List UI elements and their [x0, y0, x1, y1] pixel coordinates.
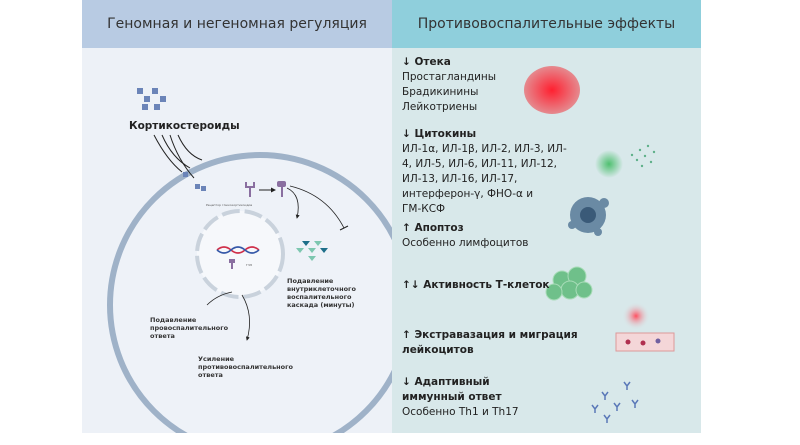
genomic-regulation-panel: Геномная и негеномная регуляция — [82, 0, 392, 433]
corticosteroid-molecules-icon — [137, 88, 166, 110]
cytokines-line: ИЛ-1α, ИЛ-1β, ИЛ-2, ИЛ-3, ИЛ- — [402, 143, 567, 155]
immune-cell-icon — [595, 150, 623, 178]
nucleus — [195, 209, 285, 299]
cytokines-line: ГМ-КСФ — [402, 203, 446, 215]
edema-item: Простагландины — [402, 71, 497, 83]
edema-item: Брадикинины — [402, 86, 479, 98]
entry-arrows — [153, 134, 203, 179]
edema-item: Лейкотриены — [402, 101, 478, 113]
cytokines-heading: ↓ Цитокины — [402, 128, 477, 140]
extravasation-heading: ↑ Экстравазация и миграция — [402, 329, 578, 341]
bound-receptor-icon — [277, 181, 286, 197]
edema-block: ↓ Отека Простагландины Брадикинины Лейко… — [402, 55, 496, 115]
apoptosis-heading: ↑ Апоптоз — [402, 222, 464, 234]
apoptosis-block: ↑ Апоптоз Особенно лимфоцитов — [402, 221, 528, 251]
adaptive-sub: Особенно Th1 и Th17 — [402, 406, 519, 418]
receptor-label: Рецептор глюкокортикоидов — [206, 203, 253, 207]
nongenomic-label: Подавление внутриклеточного воспалительн… — [287, 277, 356, 309]
extravasation-block: ↑ Экстравазация и миграция лейкоцитов — [402, 328, 578, 358]
adaptive-block: ↓ Адаптивный иммунный ответ Особенно Th1… — [402, 375, 519, 420]
cytokines-block: ↓ Цитокины ИЛ-1α, ИЛ-1β, ИЛ-2, ИЛ-3, ИЛ-… — [402, 127, 567, 217]
cell-diagram — [107, 88, 392, 433]
antibodies-icon — [591, 381, 639, 423]
brain-icon — [524, 66, 580, 114]
inflammatory-cascade-icon — [296, 241, 328, 261]
cytokines-line: 4, ИЛ-5, ИЛ-6, ИЛ-11, ИЛ-12, — [402, 158, 557, 170]
anti-inflammatory-effects-panel: Противовоспалительные эффекты ↓ Отека Пр… — [392, 0, 701, 433]
corticosteroids-label: Кортикостероиды — [129, 120, 240, 132]
antiinflammatory-label: Усиление противовоспалительного ответа — [198, 355, 293, 379]
effects-illustrations — [524, 66, 675, 423]
left-panel-title: Геномная и негеномная регуляция — [82, 0, 392, 48]
tcells-heading: ↑↓ Активность Т-клеток — [402, 279, 550, 291]
extravasation-heading: лейкоцитов — [402, 344, 474, 356]
blood-vessel-icon — [615, 332, 675, 352]
cytokines-line: интерферон-γ, ФНО-α и — [402, 188, 534, 200]
cytokines-line: ИЛ-13, ИЛ-16, ИЛ-17, — [402, 173, 518, 185]
tcells-block: ↑↓ Активность Т-клеток — [402, 278, 550, 293]
apoptotic-cell-icon — [568, 197, 609, 236]
apoptosis-sub: Особенно лимфоцитов — [402, 237, 529, 249]
adaptive-heading: ↓ Адаптивный — [402, 376, 490, 388]
right-panel-title: Противовоспалительные эффекты — [392, 0, 701, 48]
proinflammatory-label: Подавление провоспалительного ответа — [150, 316, 229, 340]
t-cell-cluster-icon — [545, 266, 593, 301]
gre-label: ГЧЭ — [246, 263, 252, 267]
adaptive-heading: иммунный ответ — [402, 391, 502, 403]
edema-heading: ↓ Отека — [402, 56, 451, 68]
dna-icon — [216, 246, 260, 254]
cytokine-dots-icon — [630, 144, 656, 168]
receptor-icon — [245, 182, 255, 197]
